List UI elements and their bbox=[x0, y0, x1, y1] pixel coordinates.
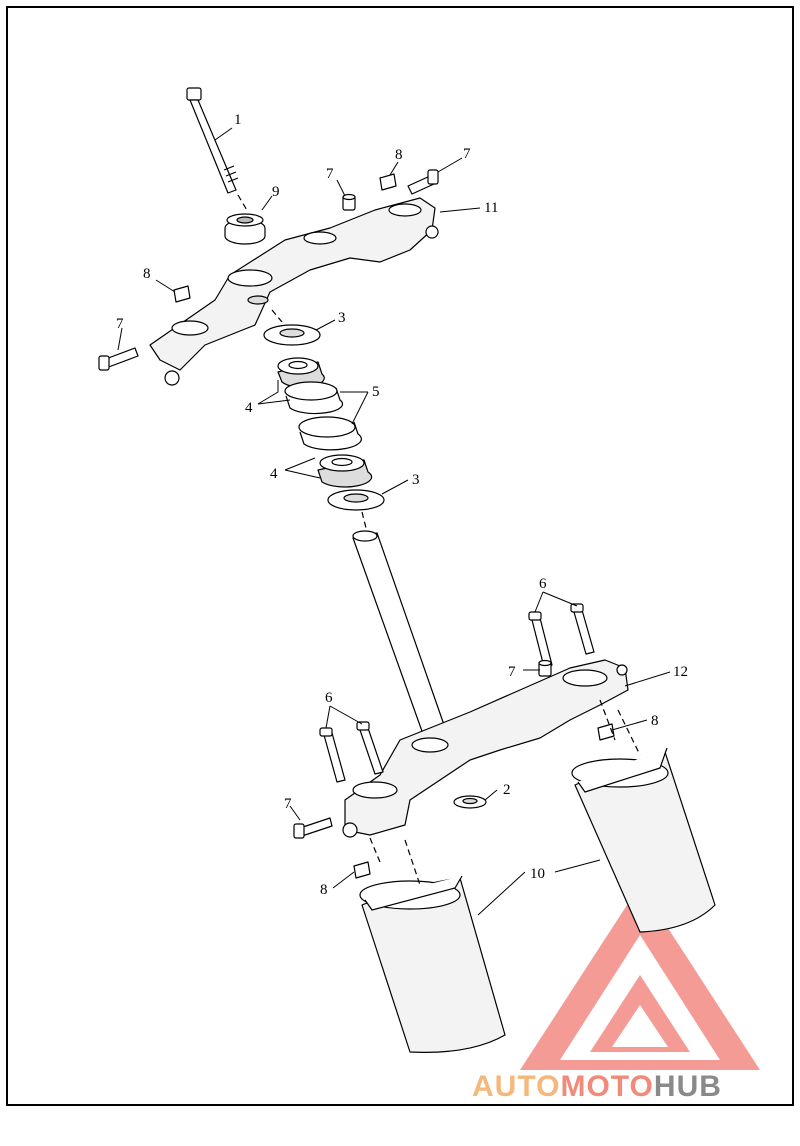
leader-lines bbox=[117, 127, 671, 916]
callout-2: 2 bbox=[503, 782, 511, 798]
callout-labels: 1 2 3 3 4 4 5 6 6 7 7 7 7 7 8 8 8 8 9 10… bbox=[116, 112, 688, 898]
watermark-hub: HUB bbox=[654, 1070, 722, 1103]
callout-7c: 7 bbox=[116, 316, 124, 332]
callout-10: 10 bbox=[530, 866, 545, 882]
part-8-block-lower-left bbox=[353, 861, 371, 879]
part-11-upper-triple-clamp bbox=[149, 197, 439, 386]
callout-6b: 6 bbox=[325, 690, 333, 706]
part-10-fork-cover-right bbox=[571, 747, 716, 933]
part-7-screw-left-upper bbox=[98, 347, 139, 371]
part-8-block-upper-left bbox=[173, 285, 191, 303]
callout-4a: 4 bbox=[245, 400, 253, 416]
callout-6a: 6 bbox=[539, 576, 547, 592]
callout-4b: 4 bbox=[270, 466, 278, 482]
callout-7d: 7 bbox=[508, 664, 516, 680]
part-7-screw-right-upper bbox=[407, 169, 439, 195]
part-8-block-upper-right bbox=[379, 173, 397, 191]
callout-5: 5 bbox=[372, 384, 380, 400]
callout-12: 12 bbox=[673, 664, 688, 680]
part-3-washer-upper bbox=[263, 324, 321, 346]
part-9-nut bbox=[224, 213, 266, 245]
part-4-bearing-lower bbox=[317, 454, 373, 488]
callout-7e: 7 bbox=[284, 796, 292, 812]
part-8-block-lower-right bbox=[597, 723, 615, 741]
part-7-screw-small-upper bbox=[342, 193, 356, 211]
callout-3b: 3 bbox=[412, 472, 420, 488]
callout-7b: 7 bbox=[463, 146, 471, 162]
part-4-bearing-upper bbox=[277, 357, 325, 388]
callout-1: 1 bbox=[234, 112, 242, 128]
part-7-screw-left-lower bbox=[293, 817, 333, 839]
callout-11: 11 bbox=[484, 200, 498, 216]
callout-9: 9 bbox=[272, 184, 280, 200]
part-2-washer bbox=[453, 795, 487, 809]
part-6-bolt-lower-left-a bbox=[319, 727, 346, 783]
part-3-washer-lower bbox=[327, 489, 385, 511]
part-1-steering-bolt bbox=[186, 87, 239, 194]
callout-8b: 8 bbox=[143, 266, 151, 282]
watermark-moto: MOTO bbox=[560, 1070, 653, 1103]
part-12-lower-triple-clamp bbox=[342, 530, 629, 838]
part-5-race-lower bbox=[298, 416, 362, 451]
callout-8a: 8 bbox=[395, 147, 403, 163]
part-5-race-upper bbox=[284, 381, 344, 415]
watermark-text: AUTOMOTOHUB bbox=[472, 1070, 722, 1103]
watermark-logo bbox=[520, 885, 760, 1070]
callout-8c: 8 bbox=[651, 713, 659, 729]
part-6-bolt-lower-right-b bbox=[570, 603, 595, 655]
callout-3a: 3 bbox=[338, 310, 346, 326]
part-7-screw-small-lower bbox=[538, 659, 552, 677]
callout-8d: 8 bbox=[320, 882, 328, 898]
watermark-auto: AUTO bbox=[472, 1070, 560, 1103]
part-10-fork-cover-left bbox=[359, 875, 506, 1053]
diagram-border bbox=[6, 6, 794, 1106]
part-6-bolt-lower-left-b bbox=[356, 721, 384, 775]
part-6-bolt-lower-right-a bbox=[528, 611, 553, 668]
callout-7a: 7 bbox=[326, 166, 334, 182]
